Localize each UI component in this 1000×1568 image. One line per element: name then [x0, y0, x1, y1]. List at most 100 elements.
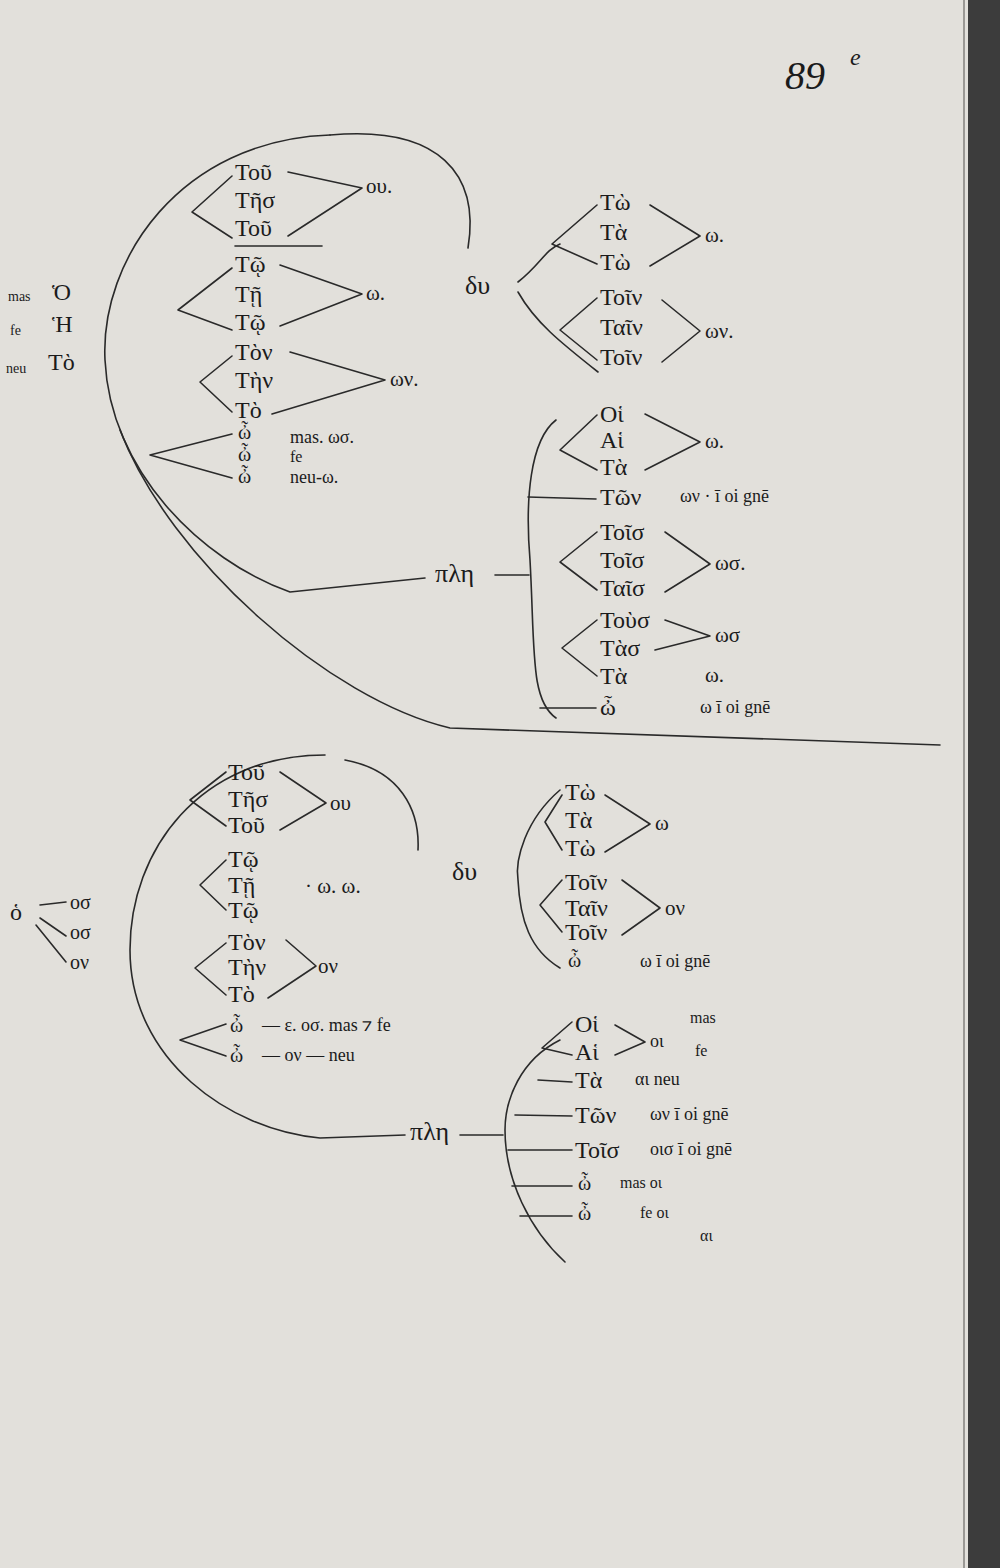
margin-note: ὁ — [10, 900, 22, 925]
bracket — [540, 707, 596, 709]
bracket — [512, 1185, 572, 1187]
bracket — [505, 1040, 565, 1262]
article-form: Ταῖν — [565, 896, 608, 921]
ending: οισ ī oi gnē — [650, 1140, 732, 1159]
article-form: Τὰ — [600, 455, 627, 480]
bracket — [528, 497, 596, 499]
ending: mas. ωσ. — [290, 428, 354, 447]
margin-note: οσ — [70, 892, 91, 913]
page-number: 89 — [785, 55, 825, 97]
margin-note: fe — [10, 324, 21, 339]
bracket — [192, 176, 232, 238]
article-form: Τῇ — [228, 873, 255, 898]
bracket — [538, 1080, 572, 1082]
ending: — ε. οσ. mas ⁊ fe — [262, 1016, 391, 1035]
article-form: Τὸν — [228, 930, 266, 955]
ending: αι neu — [635, 1070, 680, 1089]
ending: mas — [690, 1010, 716, 1027]
bracket — [545, 795, 562, 850]
article-form: ὦ — [230, 1015, 243, 1036]
bracket — [36, 902, 66, 962]
article-form: Αἱ — [575, 1040, 599, 1065]
bracket — [280, 772, 326, 830]
article-form: Τὰσ — [600, 636, 640, 661]
bracket — [280, 265, 362, 326]
bracket — [520, 1215, 572, 1217]
ending: ω. — [705, 224, 724, 246]
article-form: ὦ — [600, 695, 616, 720]
ending: ωσ. — [715, 552, 745, 574]
margin-note: ον — [70, 952, 89, 973]
bracket — [605, 795, 650, 852]
bracket — [190, 772, 226, 826]
bracket — [562, 620, 597, 676]
bracket — [180, 1024, 226, 1056]
article-form: Οἱ — [600, 402, 624, 427]
ending: ω ī oi gnē — [640, 952, 710, 971]
bracket — [150, 434, 232, 478]
ending: ου. — [366, 175, 392, 197]
article-form: Ἡ — [52, 312, 73, 337]
article-form: ὦ — [578, 1173, 591, 1194]
bracket — [560, 415, 597, 470]
bracket — [518, 292, 598, 372]
bracket — [345, 760, 418, 850]
bracket — [517, 790, 560, 968]
ending: ω. — [366, 282, 385, 304]
ending: fe οι — [640, 1205, 669, 1222]
article-form: Τοῦ — [235, 160, 272, 185]
paper — [0, 0, 968, 1568]
bracket — [515, 1115, 572, 1116]
article-form: Τοῖσ — [575, 1138, 619, 1163]
ending: οι — [650, 1032, 664, 1051]
article-form: ὦ — [238, 444, 251, 465]
article-form: Τῶν — [575, 1103, 616, 1128]
margin-note: οσ — [70, 922, 91, 943]
margin-note: neu — [6, 362, 26, 377]
ending: ωσ — [715, 624, 740, 646]
article-form: Τὰ — [600, 220, 627, 245]
bracket — [542, 1022, 572, 1055]
ending: ων · ī oi gnē — [680, 487, 769, 506]
ending: — ον — neu — [262, 1046, 355, 1065]
bracket — [178, 268, 232, 330]
bracket — [552, 205, 597, 264]
article-form: ὦ — [238, 422, 251, 443]
article-form: Τοὺσ — [600, 608, 650, 633]
article-form: Τῆσ — [235, 188, 275, 213]
bracket — [518, 244, 560, 282]
number-heading: πλη — [410, 1118, 449, 1145]
article-form: Τῷ — [228, 898, 258, 923]
ending: αι — [700, 1228, 713, 1245]
article-form: Τῷ — [235, 252, 265, 277]
article-form: ὦ — [238, 466, 251, 487]
article-form: Τῷ — [228, 847, 258, 872]
bracket — [495, 574, 529, 576]
bracket — [528, 420, 556, 718]
bracket — [330, 134, 470, 248]
ending: ου — [330, 792, 351, 814]
article-form: Τὼ — [600, 190, 630, 215]
bracket — [195, 943, 226, 995]
number-heading: πλη — [435, 560, 474, 587]
article-form: Τοῖν — [565, 870, 607, 895]
article-form: Ταῖν — [600, 315, 643, 340]
bracket — [120, 430, 940, 745]
bracket — [662, 300, 700, 362]
article-form: Τὰ — [575, 1068, 602, 1093]
article-form: ὦ — [230, 1045, 243, 1066]
article-form: Τοῖν — [600, 345, 642, 370]
rule — [235, 245, 322, 247]
page-fold — [963, 0, 965, 1568]
article-form: Τοῦ — [228, 813, 265, 838]
article-form: Τοῦ — [235, 216, 272, 241]
article-form: Τὸ — [228, 982, 255, 1007]
bracket — [560, 298, 597, 360]
article-form: ὦ — [568, 950, 581, 971]
article-form: Τοῖν — [600, 285, 642, 310]
bracket — [655, 620, 710, 650]
ending: ω. — [705, 664, 724, 686]
ending: fe — [290, 449, 302, 466]
